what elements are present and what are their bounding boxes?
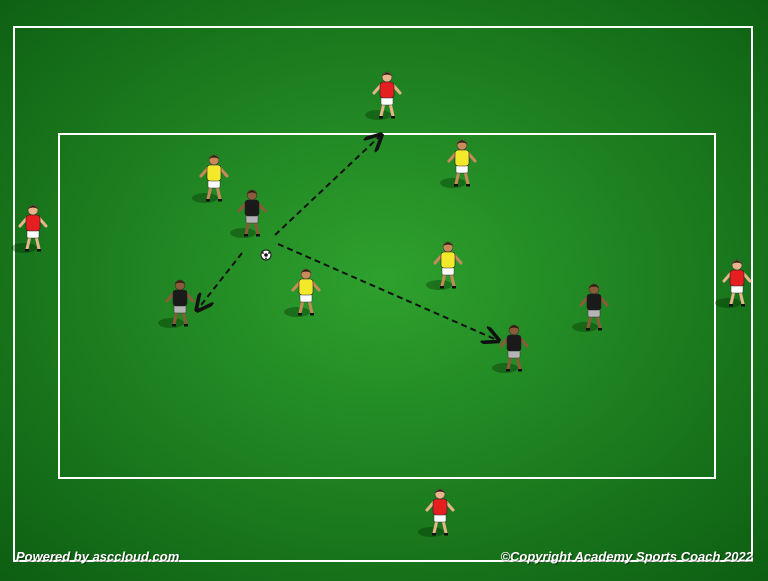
yellow-player-icon: [192, 154, 229, 203]
players-layer: [11, 71, 752, 537]
black-player-icon: [572, 283, 609, 332]
yellow-player-icon: [440, 139, 477, 188]
copyright-caption: ©Copyright Academy Sports Coach 2022: [500, 549, 753, 564]
pass-arrow-to-left-attacker: [198, 252, 243, 309]
yellow-player-icon: [284, 268, 321, 317]
powered-by-caption: Powered by asccloud.com: [16, 549, 180, 564]
yellow-player-icon: [426, 241, 463, 290]
soccer-ball-icon: [260, 249, 272, 261]
pass-lines: [198, 136, 497, 340]
outer-boundary: [13, 26, 753, 562]
red-player-icon: [418, 488, 455, 537]
black-player-icon: [158, 279, 195, 328]
inner-area: [58, 133, 716, 479]
black-player-icon: [492, 324, 529, 373]
pass-arrow-to-top-neutral: [274, 136, 380, 236]
red-player-icon: [11, 204, 48, 253]
red-player-icon: [365, 71, 402, 120]
black-player-icon: [230, 189, 267, 238]
red-player-icon: [715, 259, 752, 308]
